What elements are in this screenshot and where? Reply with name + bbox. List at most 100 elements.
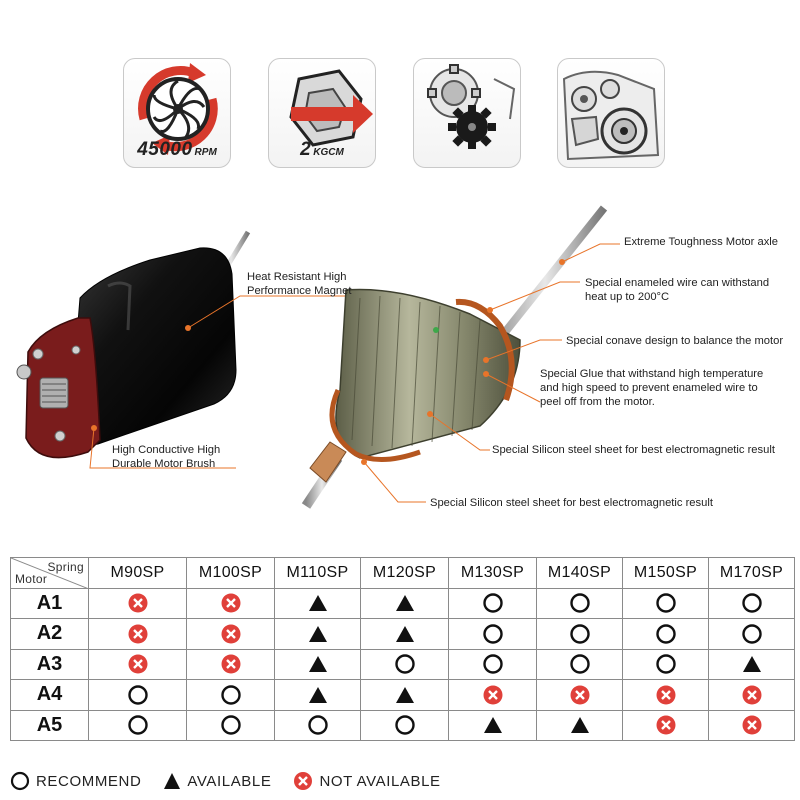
- motor-left: [16, 230, 251, 459]
- recommend-circle-icon: [307, 715, 328, 735]
- gearbox-tile: [557, 58, 665, 168]
- not-available-x-icon: [742, 685, 761, 705]
- row-header-a2: A2: [10, 618, 89, 650]
- leader-lines-left: [89, 295, 360, 469]
- compat-cell-a4-m140sp: [536, 679, 623, 711]
- callout-glue: Special Glue that withstand high tempera…: [540, 368, 764, 408]
- compat-cell-a5-m120sp: [360, 709, 449, 741]
- available-triangle-icon: [308, 625, 327, 642]
- compat-cell-a2-m140sp: [536, 618, 623, 650]
- available-triangle-icon: [308, 595, 327, 612]
- recommend-circle-icon: [482, 593, 503, 613]
- compat-cell-a5-m170sp: [708, 709, 795, 741]
- callout-steel-1: Special Silicon steel sheet for best ele…: [492, 444, 775, 456]
- recommend-circle-icon: [569, 624, 590, 644]
- corner-spring-label: Spring: [47, 560, 84, 574]
- available-triangle-icon: [308, 656, 327, 673]
- compat-cell-a4-m150sp: [622, 679, 709, 711]
- triangle-icon: [164, 773, 181, 789]
- compat-cell-a1-m150sp: [622, 587, 709, 619]
- compat-cell-a4-m120sp: [360, 679, 449, 711]
- available-triangle-icon: [308, 686, 327, 703]
- column-header-m130sp: M130SP: [448, 557, 537, 589]
- available-triangle-icon: [483, 717, 502, 734]
- compat-cell-a1-m110sp: [274, 587, 361, 619]
- compat-cell-a2-m170sp: [708, 618, 795, 650]
- recommend-circle-icon: [655, 593, 676, 613]
- callout-brush: High Conductive High Durable Motor Brush: [112, 444, 221, 470]
- compat-cell-a3-m150sp: [622, 648, 709, 680]
- available-triangle-icon: [395, 686, 414, 703]
- compat-cell-a3-m120sp: [360, 648, 449, 680]
- not-available-x-icon: [221, 624, 240, 644]
- not-available-x-icon: [221, 654, 240, 674]
- not-available-x-icon: [656, 715, 675, 735]
- legend-recommend: RECOMMEND: [10, 771, 141, 791]
- compat-cell-a4-m110sp: [274, 679, 361, 711]
- recommend-circle-icon: [741, 624, 762, 644]
- available-triangle-icon: [742, 656, 761, 673]
- compat-cell-a2-m150sp: [622, 618, 709, 650]
- recommend-circle-icon: [394, 715, 415, 735]
- recommend-circle-icon: [127, 685, 148, 705]
- legend: RECOMMEND AVAILABLE NOT AVAILABLE: [10, 770, 463, 792]
- recommend-circle-icon: [655, 624, 676, 644]
- available-triangle-icon: [395, 625, 414, 642]
- corner-diagonal: [11, 558, 89, 589]
- compat-cell-a5-m140sp: [536, 709, 623, 741]
- not-available-x-icon: [128, 654, 147, 674]
- legend-recommend-label: RECOMMEND: [36, 772, 142, 790]
- compat-cell-a1-m130sp: [448, 587, 537, 619]
- table-row: A2: [10, 618, 795, 650]
- callout-concave: Special conave design to balance the mot…: [566, 335, 784, 347]
- compat-cell-a3-m140sp: [536, 648, 623, 680]
- recommend-circle-icon: [482, 624, 503, 644]
- compat-cell-a5-m90sp: [88, 709, 187, 741]
- column-header-m90sp: M90SP: [88, 557, 187, 589]
- table-row: A4: [10, 679, 795, 711]
- armature-right: [301, 205, 608, 509]
- corner-motor-label: Motor: [15, 571, 48, 586]
- recommend-circle-icon: [220, 685, 241, 705]
- compat-cell-a5-m130sp: [448, 709, 537, 741]
- motor-illustration: [16, 205, 620, 509]
- compat-cell-a1-m100sp: [186, 587, 275, 619]
- row-header-a1: A1: [10, 587, 89, 619]
- pinion-gear-icon: [427, 64, 516, 149]
- legend-available-label: AVAILABLE: [187, 772, 272, 790]
- callout-magnet: Heat Resistant High Performance Magnet: [247, 271, 352, 297]
- not-available-x-icon: [483, 685, 502, 705]
- compat-cell-a1-m140sp: [536, 587, 623, 619]
- rpm-value: 45000: [137, 139, 193, 160]
- column-header-m100sp: M100SP: [186, 557, 275, 589]
- compat-cell-a2-m120sp: [360, 618, 449, 650]
- pinion-tile: [413, 58, 521, 168]
- column-header-m110sp: M110SP: [274, 557, 361, 589]
- compat-cell-a5-m100sp: [186, 709, 275, 741]
- table-row: A3: [10, 648, 795, 680]
- compat-cell-a4-m90sp: [88, 679, 187, 711]
- compat-cell-a1-m170sp: [708, 587, 795, 619]
- compat-cell-a4-m100sp: [186, 679, 275, 711]
- legend-not-available-label: NOT AVAILABLE: [319, 772, 441, 790]
- recommend-circle-icon: [741, 593, 762, 613]
- rpm-fan-icon: [138, 63, 218, 155]
- recommend-circle-icon: [569, 654, 590, 674]
- table-corner-cell: Spring Motor: [10, 557, 89, 589]
- torque-arrow-icon: [289, 69, 373, 147]
- column-header-m150sp: M150SP: [622, 557, 709, 589]
- row-header-a4: A4: [10, 679, 89, 711]
- torque-unit: KGCM: [313, 147, 344, 158]
- row-header-a3: A3: [10, 648, 89, 680]
- row-header-a5: A5: [10, 709, 89, 741]
- column-header-m170sp: M170SP: [708, 557, 795, 589]
- not-available-x-icon: [656, 685, 675, 705]
- callout-axle: Extreme Toughness Motor axle: [624, 236, 779, 248]
- compat-cell-a2-m100sp: [186, 618, 275, 650]
- compat-cell-a3-m130sp: [448, 648, 537, 680]
